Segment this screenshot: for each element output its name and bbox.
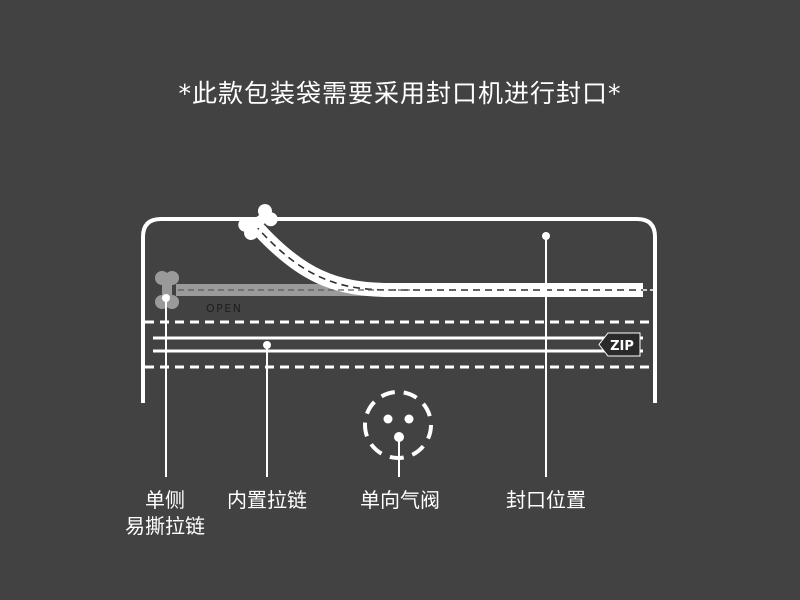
open-text: OPEN	[206, 302, 242, 315]
tear-open-strip-outer	[248, 219, 643, 297]
label-seal-position: 封口位置	[506, 488, 586, 512]
valve-hole-right	[404, 414, 414, 424]
leader-seal-dot	[542, 232, 550, 240]
label-easy-tear-zipper: 单侧 易撕拉链	[100, 487, 230, 539]
leader-tear-dot	[162, 294, 170, 302]
label-inner-zipper: 内置拉链	[227, 488, 307, 512]
page-title: *此款包装袋需要采用封口机进行封口*	[178, 79, 622, 108]
valve-hole-left	[383, 414, 393, 424]
bag-outline	[141, 217, 657, 403]
label-easy-tear-line1: 单侧	[145, 488, 185, 512]
pull-tab-top-icon	[238, 204, 278, 240]
leader-valve-dot	[394, 432, 404, 442]
label-easy-tear-line2: 易撕拉链	[125, 514, 205, 538]
label-one-way-valve: 单向气阀	[360, 488, 440, 512]
leader-zipper-dot	[263, 341, 271, 349]
zip-badge-text: ZIP	[610, 339, 634, 354]
zip-badge	[598, 332, 641, 357]
